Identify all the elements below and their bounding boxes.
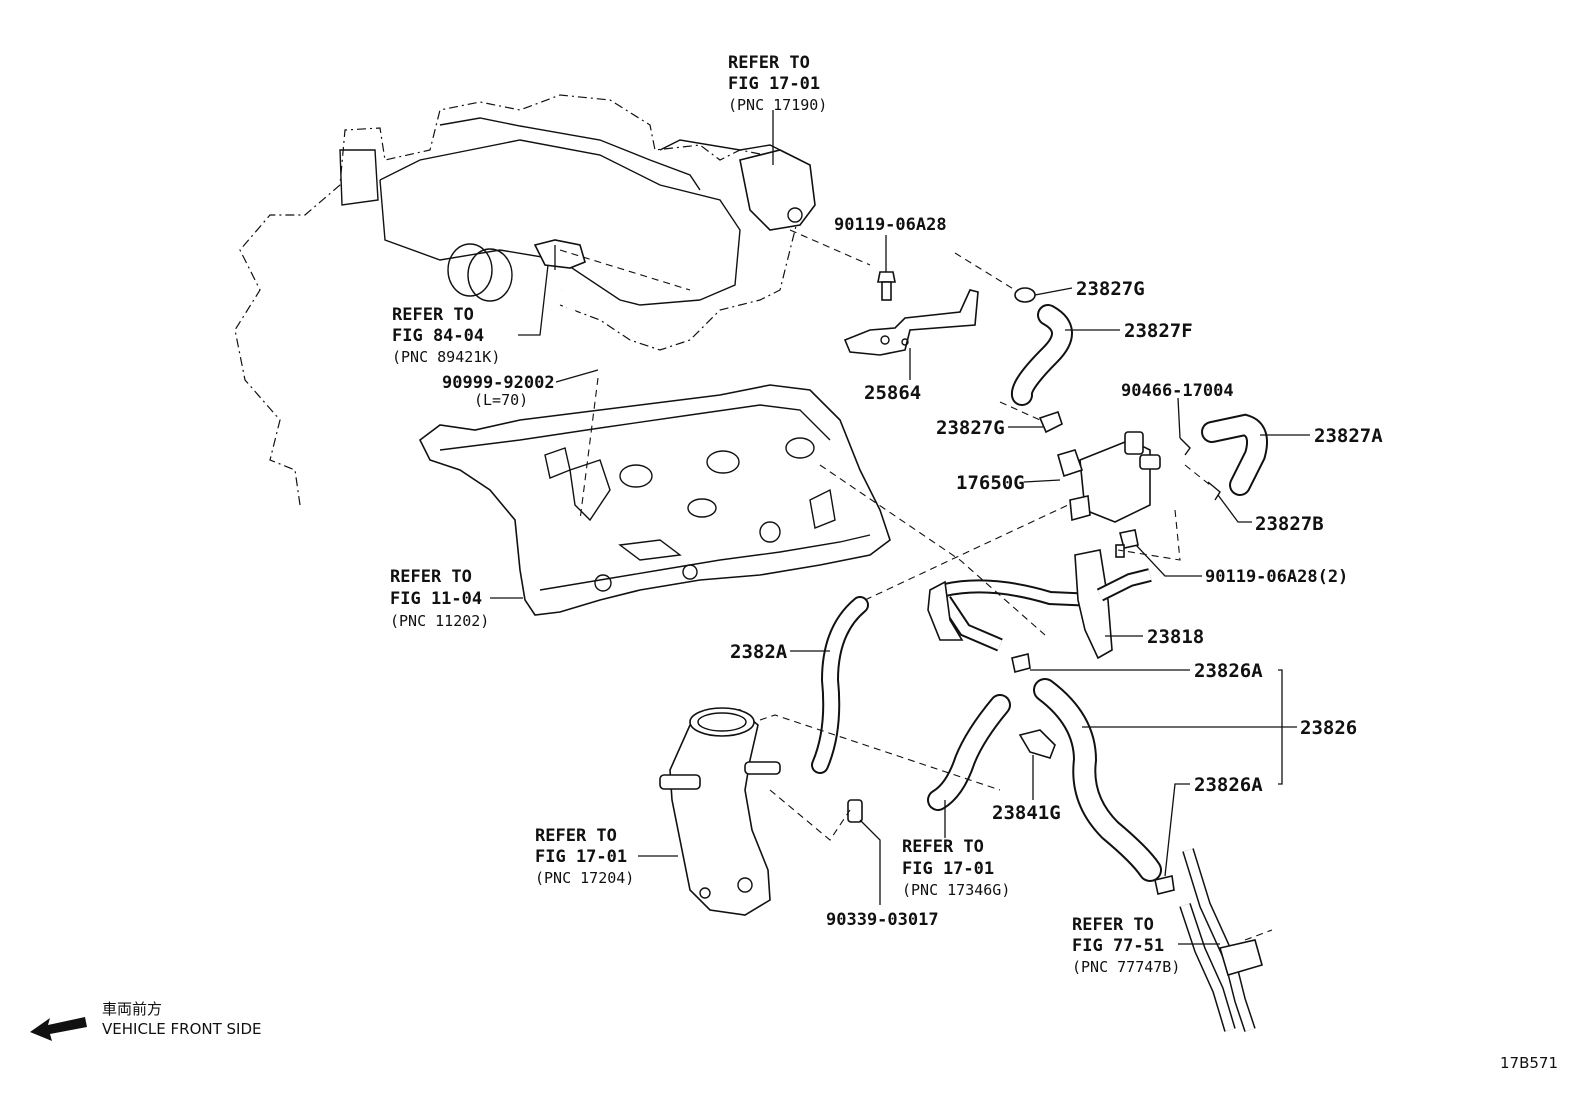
front-arrow-icon — [30, 1017, 87, 1041]
refer-17204-line2: FIG 17-01 — [535, 847, 627, 867]
label-23841G: 23841G — [992, 802, 1061, 824]
clamp-23826A-top — [1011, 653, 1031, 673]
bracket-25864 — [843, 289, 979, 356]
bolt-90119-06A28-2 — [1115, 529, 1139, 558]
refer-89421K-line3: (PNC 89421K) — [392, 348, 500, 366]
refer-77747B-line3: (PNC 77747B) — [1072, 958, 1180, 976]
refer-89421K-line1: REFER TO — [392, 305, 474, 325]
plug-90339-03017 — [847, 799, 863, 823]
label-23827G-mid: 23827G — [936, 417, 1005, 439]
label-90466-17004: 90466-17004 — [1121, 381, 1234, 401]
sensor-outline — [533, 239, 586, 270]
label-23826: 23826 — [1300, 717, 1357, 739]
refer-77747B-line1: REFER TO — [1072, 915, 1154, 935]
label-25864: 25864 — [864, 382, 921, 404]
engine-outline — [234, 94, 816, 506]
valve-cover — [418, 384, 891, 616]
front-label-en: VEHICLE FRONT SIDE — [102, 1020, 262, 1038]
label-90339-03017: 90339-03017 — [826, 910, 939, 930]
figure-code: 17B571 — [1500, 1054, 1558, 1072]
label-90999-length: (L=70) — [474, 391, 528, 409]
bolt-90119-06A28 — [877, 271, 896, 301]
refer-11202-line3: (PNC 11202) — [390, 612, 489, 630]
refer-note-11202: REFER TO FIG 11-04 (PNC 11202) — [390, 567, 489, 630]
label-23827G-top: 23827G — [1076, 278, 1145, 300]
hose-23826 — [1033, 678, 1162, 882]
refer-17204-line3: (PNC 17204) — [535, 869, 634, 887]
pipe-23818 — [927, 549, 1152, 660]
refer-17190-line2: FIG 17-01 — [728, 74, 820, 94]
hose-23827F — [1010, 304, 1073, 406]
refer-note-17346G: REFER TO FIG 17-01 (PNC 17346G) — [902, 837, 1010, 899]
clip-90466-17004 — [1179, 437, 1191, 456]
refer-77747B-line2: FIG 77-51 — [1072, 936, 1164, 956]
label-17650G: 17650G — [956, 472, 1025, 494]
vehicle-front-indicator: 車両前方 VEHICLE FRONT SIDE — [30, 1000, 262, 1041]
valve-17650G — [1057, 431, 1161, 523]
label-23826A-bottom: 23826A — [1194, 774, 1263, 796]
brake-lines — [1179, 848, 1263, 1032]
label-90999-92002: 90999-92002 — [442, 373, 555, 393]
clamp-23826A-bottom — [1154, 875, 1175, 895]
leader-lines — [490, 110, 1310, 945]
throttle-body — [659, 707, 781, 916]
label-2382A: 2382A — [730, 641, 788, 663]
hose-2382A — [811, 596, 869, 774]
refer-note-77747B: REFER TO FIG 77-51 (PNC 77747B) — [1072, 915, 1180, 976]
clip-23827B — [1207, 481, 1221, 501]
label-23827A: 23827A — [1314, 425, 1383, 447]
refer-17204-line1: REFER TO — [535, 826, 617, 846]
refer-17190-line3: (PNC 17190) — [728, 96, 827, 114]
refer-note-17204: REFER TO FIG 17-01 (PNC 17204) — [535, 826, 634, 887]
refer-89421K-line2: FIG 84-04 — [392, 326, 484, 346]
label-23826A-top: 23826A — [1194, 660, 1263, 682]
refer-11202-line1: REFER TO — [390, 567, 472, 587]
label-23818: 23818 — [1147, 626, 1204, 648]
label-90119-06A28-2: 90119-06A28(2) — [1205, 567, 1348, 587]
clamp-23827G-mid — [1038, 410, 1063, 434]
refer-17346G-line1: REFER TO — [902, 837, 984, 857]
refer-17190-line1: REFER TO — [728, 53, 810, 73]
label-23827B: 23827B — [1255, 513, 1324, 535]
refer-note-89421K: REFER TO FIG 84-04 (PNC 89421K) — [392, 305, 500, 366]
assembly-lines — [559, 229, 1273, 941]
hose-23827A — [1201, 413, 1268, 496]
refer-11202-line2: FIG 11-04 — [390, 589, 482, 609]
hose-90999-92002 — [559, 288, 603, 379]
refer-17346G-line2: FIG 17-01 — [902, 859, 994, 879]
refer-note-17190: REFER TO FIG 17-01 (PNC 17190) — [728, 53, 827, 114]
refer-17346G-line3: (PNC 17346G) — [902, 881, 1010, 899]
clip-23841G — [1018, 729, 1056, 759]
label-23827F: 23827F — [1124, 320, 1193, 342]
clamp-23827G-top — [1014, 287, 1036, 303]
hose-17346G — [927, 694, 1011, 811]
label-90119-06A28: 90119-06A28 — [834, 215, 947, 235]
front-label-jp: 車両前方 — [102, 1000, 162, 1018]
